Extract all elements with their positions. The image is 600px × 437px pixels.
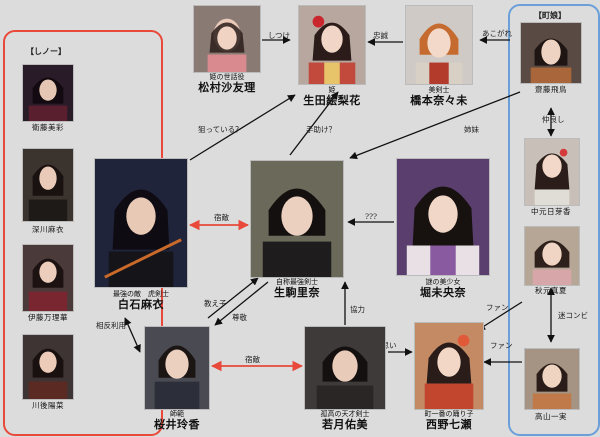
saito-photo (520, 22, 582, 84)
eto-caption: 衛藤美彩 (12, 124, 84, 132)
eto-name: 衛藤美彩 (12, 124, 84, 132)
label-kyouryoku: 協力 (350, 304, 365, 315)
shiraishi-caption: 最強の敵 虎剣士 白石麻衣 (82, 291, 200, 311)
shinobi-group-label: 【しノー】 (26, 46, 66, 57)
takayama-name: 高山一実 (514, 413, 588, 421)
label-shukuteki-2: 宿敵 (245, 354, 260, 365)
shiraishi-name: 白石麻衣 (82, 299, 200, 311)
label-fan-2: ファン (490, 340, 513, 351)
takayama-photo (524, 348, 580, 410)
label-sonkei: 尊敬 (232, 312, 247, 323)
label-fan-1: ファン (486, 302, 509, 313)
itoh-photo (22, 244, 74, 312)
horiuchi-caption: 謎の美少女 堀未央奈 (391, 279, 495, 299)
sakurai-caption: 師範 桜井玲香 (128, 411, 226, 431)
ikuta-name: 生田絵梨花 (285, 95, 379, 107)
label-nakayoshi: 仲良し (542, 114, 565, 125)
horiuchi-photo (396, 158, 490, 276)
matsumura-name: 松村沙友理 (180, 82, 274, 94)
nishino-name: 西野七瀬 (400, 419, 498, 431)
akimoto-caption: 秋元真夏 (514, 287, 588, 295)
fukagawa-name: 深川麻衣 (12, 226, 84, 234)
label-akogare: あこがれ (482, 28, 512, 39)
label-shimai: 姉妹 (464, 124, 479, 135)
town-group-label: 【町娘】 (534, 10, 566, 21)
label-chuushin: 忠誠 (373, 30, 388, 41)
ikoma-name: 生駒里奈 (245, 287, 349, 299)
label-tedasuke: 手助け？ (306, 124, 336, 135)
kawago-photo (22, 334, 74, 400)
matsumura-caption: 姫の世話役 松村沙友理 (180, 74, 274, 94)
label-nerai: 狙っている？ (198, 124, 243, 135)
takayama-caption: 高山一実 (514, 413, 588, 421)
nishino-caption: 町一番の踊り子 西野七瀬 (400, 411, 498, 431)
ikuta-caption: 姫 生田絵梨花 (285, 87, 379, 107)
wakatsuki-photo (304, 326, 386, 410)
akimoto-name: 秋元真夏 (514, 287, 588, 295)
matsumura-photo (193, 5, 261, 73)
label-oshiego: 教え子 (204, 298, 227, 309)
ikuta-photo (298, 5, 366, 85)
akimoto-photo (524, 226, 580, 286)
itoh-name: 伊藤万理華 (12, 314, 84, 322)
ikoma-caption: 自称最強剣士 生駒里奈 (245, 279, 349, 299)
label-shitsuke: しつけ (268, 30, 290, 41)
hashimoto-caption: 美剣士 橋本奈々未 (392, 87, 486, 107)
sakurai-photo (144, 326, 210, 410)
hashimoto-photo (405, 5, 473, 85)
itoh-caption: 伊藤万理華 (12, 314, 84, 322)
label-question: ??? (365, 212, 377, 221)
saito-caption: 齋藤飛鳥 (514, 86, 588, 94)
fukagawa-photo (22, 148, 74, 222)
fukagawa-caption: 深川麻衣 (12, 226, 84, 234)
shiraishi-photo (94, 158, 188, 288)
label-soukyou: 相反利用 (96, 320, 126, 331)
wakatsuki-caption: 孤高の天才剣士 若月佑美 (297, 411, 393, 431)
sakurai-name: 桜井玲香 (128, 419, 226, 431)
saito-name: 齋藤飛鳥 (514, 86, 588, 94)
nakamoto-caption: 中元日芽香 (514, 208, 588, 216)
kawago-caption: 川後陽菜 (12, 402, 84, 410)
label-shukuteki-1: 宿敵 (214, 212, 229, 223)
nakamoto-photo (524, 138, 580, 206)
horiuchi-name: 堀未央奈 (391, 287, 495, 299)
kawago-name: 川後陽菜 (12, 402, 84, 410)
ikoma-photo (250, 160, 344, 278)
nakamoto-name: 中元日芽香 (514, 208, 588, 216)
hashimoto-name: 橋本奈々未 (392, 95, 486, 107)
label-meikonbi: 迷コンビ (558, 310, 588, 321)
wakatsuki-name: 若月佑美 (297, 419, 393, 431)
nishino-photo (414, 322, 484, 410)
eto-photo (22, 64, 74, 122)
